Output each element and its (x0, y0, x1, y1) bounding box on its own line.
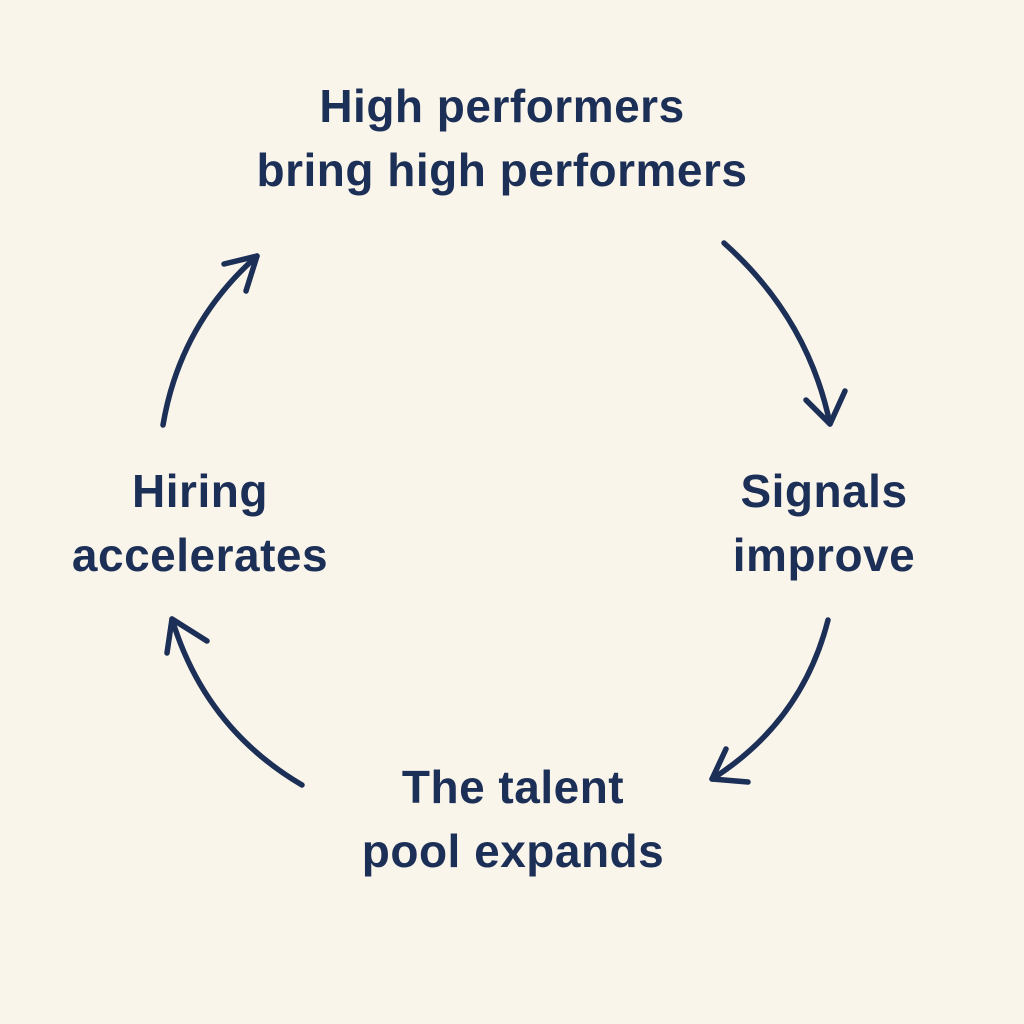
arrow-right-to-bottom (709, 617, 831, 785)
arrow-right-to-bottom-shaft (709, 617, 831, 782)
node-signals-improve-line1: Signals (740, 465, 908, 517)
node-talent-pool-line1: The talent (401, 761, 625, 813)
node-high-performers-line2: bring high performers (256, 144, 748, 196)
node-hiring-accelerates-line1: Hiring (132, 465, 268, 517)
arrow-bottom-to-left-head (164, 616, 210, 656)
node-high-performers-line1: High performers (319, 80, 685, 132)
arrow-left-to-top (160, 253, 260, 428)
node-talent-pool-line2: pool expands (361, 825, 665, 877)
arrow-left-to-top-head (221, 253, 260, 294)
node-hiring-accelerates: Hiring accelerates (30, 459, 370, 587)
arrow-top-to-right-shaft (721, 240, 833, 427)
node-talent-pool: The talent pool expands (303, 755, 723, 883)
arrow-bottom-to-left-shaft (169, 616, 305, 788)
arrow-bottom-to-left (164, 616, 305, 788)
arrow-left-to-top-shaft (160, 253, 260, 428)
arrow-top-to-right (721, 240, 848, 427)
node-signals-improve: Signals improve (674, 459, 974, 587)
arrow-top-to-right-head (803, 388, 848, 427)
node-hiring-accelerates-line2: accelerates (71, 529, 329, 581)
node-high-performers: High performers bring high performers (152, 74, 852, 202)
arrow-right-to-bottom-head (709, 746, 751, 785)
node-signals-improve-line2: improve (732, 529, 916, 581)
